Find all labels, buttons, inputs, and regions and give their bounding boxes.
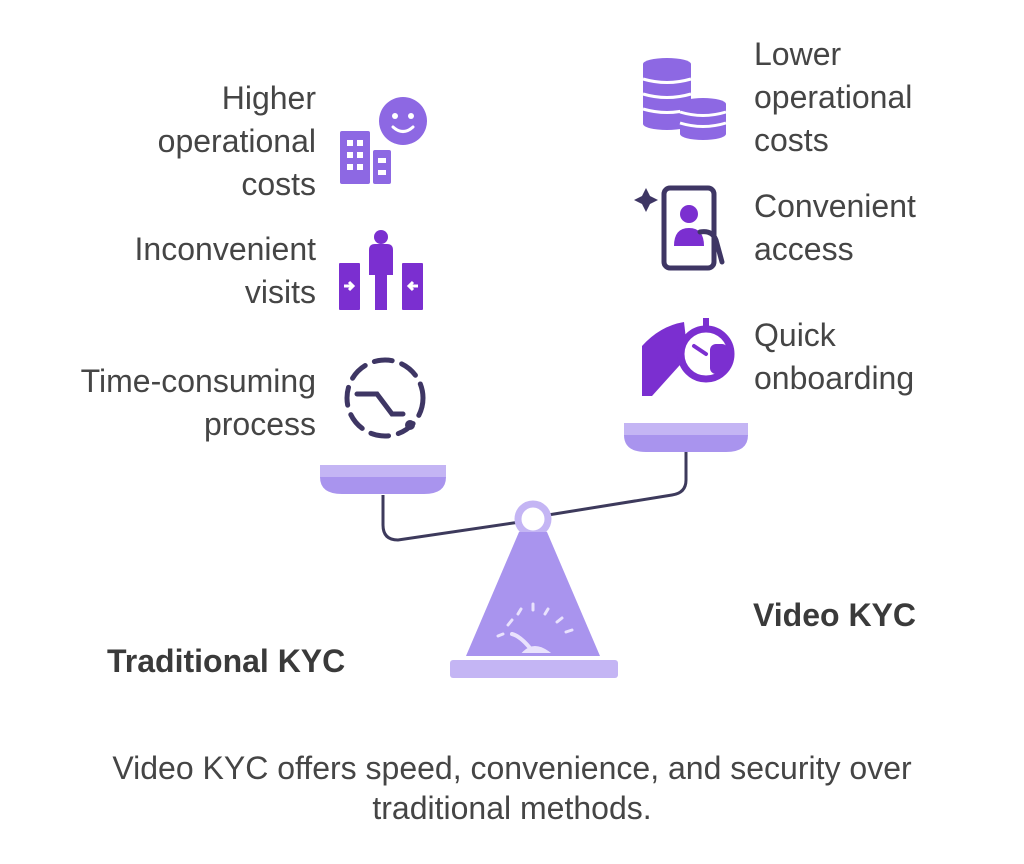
left-pan [320, 465, 446, 494]
gauge-icon [496, 602, 574, 653]
heading-video-kyc: Video KYC [753, 597, 916, 633]
label-time-consuming-process: Time-consuming process [80, 363, 316, 442]
caption: Video KYC offers speed, convenience, and… [112, 750, 912, 826]
scale-beam [381, 452, 688, 542]
right-pan [624, 423, 748, 452]
label-convenient-access: Convenient access [754, 188, 916, 267]
hand-stopwatch-icon [642, 318, 735, 396]
pivot-ring [514, 500, 552, 538]
heading-traditional-kyc: Traditional KYC [107, 643, 346, 679]
label-inconvenient-visits: Inconvenient visits [134, 231, 316, 310]
label-higher-operational-costs: Higher operational costs [157, 80, 316, 202]
dashed-clock-icon [344, 357, 426, 439]
label-quick-onboarding: Quick onboarding [754, 317, 915, 396]
person-doors-icon [339, 230, 423, 310]
phone-selfie-icon [634, 185, 725, 271]
scale-stand [450, 532, 618, 678]
building-face-icon [340, 97, 427, 184]
coin-stacks-icon [642, 58, 727, 140]
label-lower-operational-costs: Lower operational costs [754, 36, 913, 158]
